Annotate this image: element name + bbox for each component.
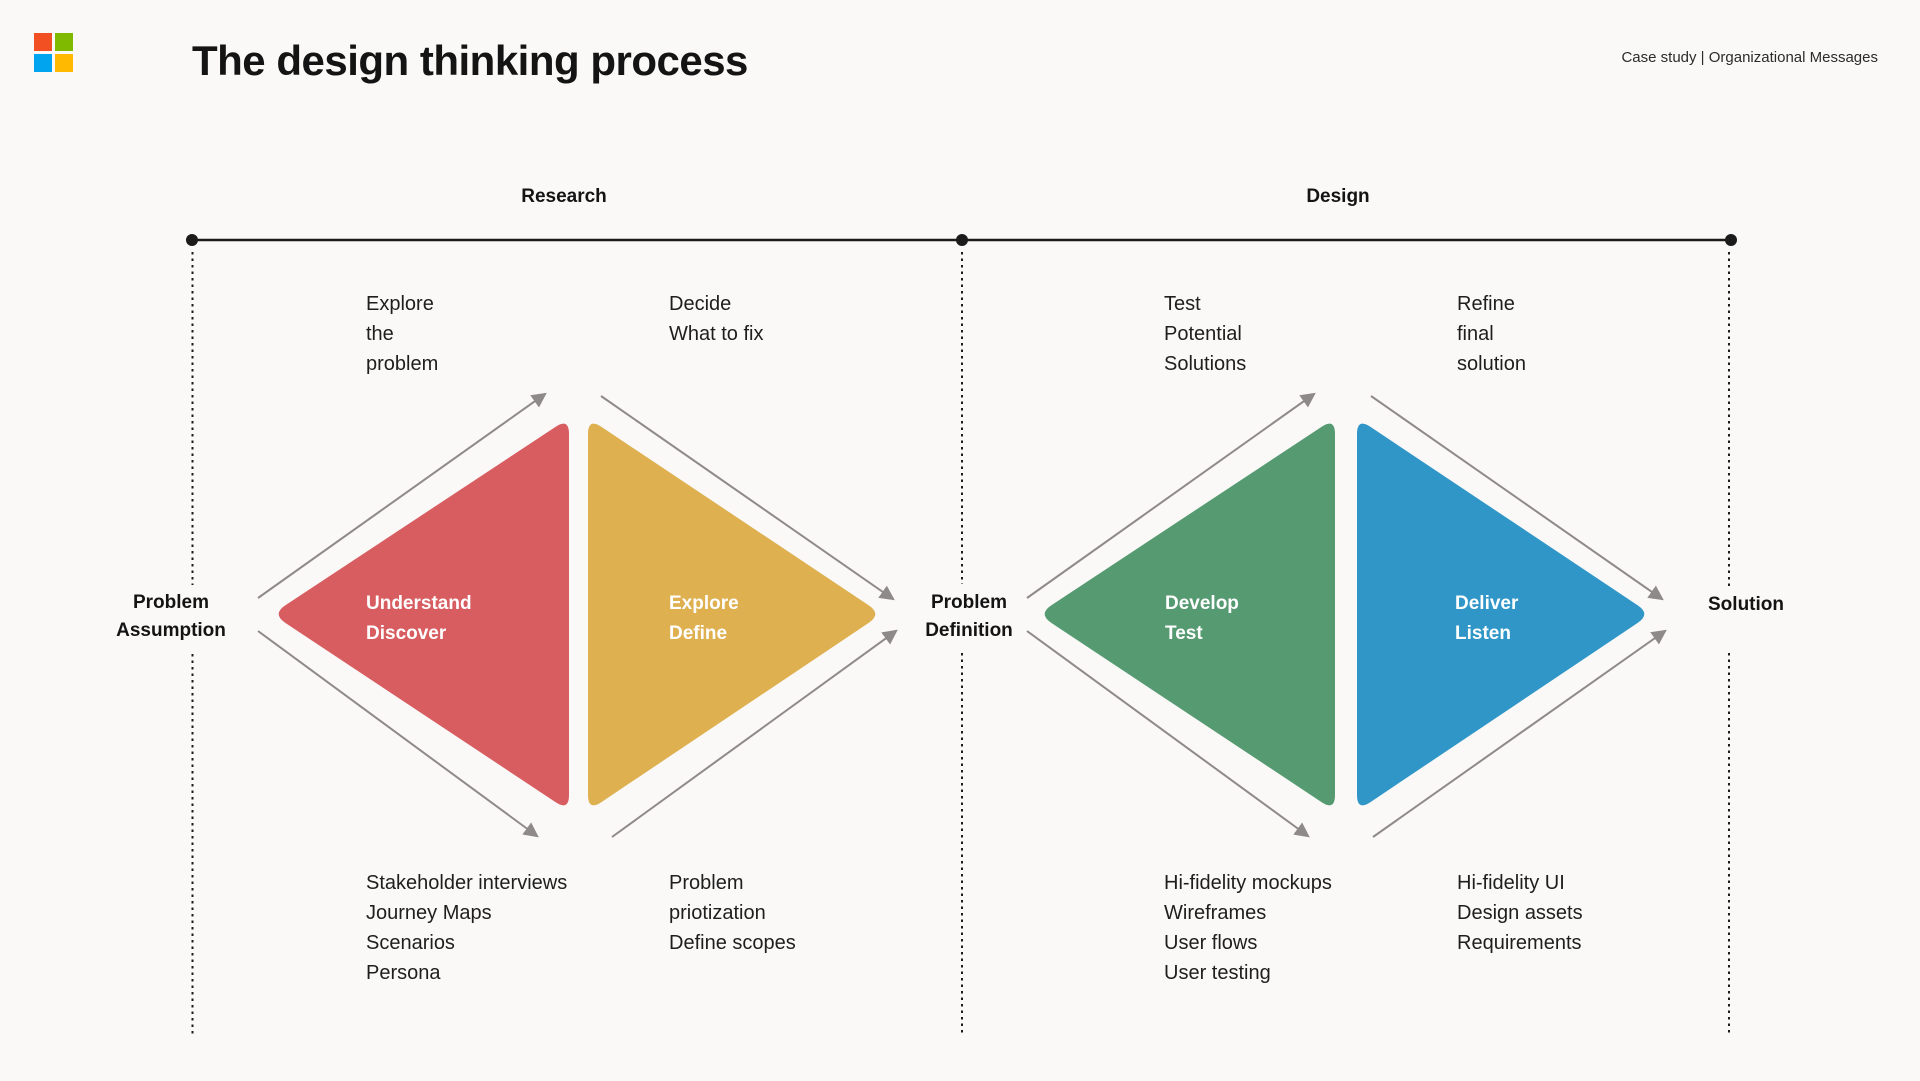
arrow-diverge-down-1 [257, 630, 539, 838]
milestone-solution: Solution [1708, 594, 1784, 615]
arrow-converge-down-1 [600, 395, 895, 601]
microsoft-logo [34, 33, 73, 72]
phase-label-design: Design [1306, 186, 1370, 207]
arrow-converge-down-2 [1370, 395, 1664, 601]
arrow-diverge-up-1 [257, 392, 547, 599]
arrow-diverge-up-2 [1026, 392, 1316, 599]
triangle-understand-discover [278, 423, 569, 806]
arrow-converge-up-2 [1372, 629, 1667, 838]
page-title: The design thinking process [192, 37, 748, 84]
triangle-develop-test [1044, 423, 1335, 806]
timeline-dot-start [186, 234, 198, 246]
arrow-converge-up-1 [611, 629, 898, 838]
milestone-dotted-lines [191, 252, 1730, 1036]
phase-label-research: Research [521, 186, 607, 207]
header-tag: Case study | Organizational Messages [1621, 49, 1878, 66]
process-arrows [257, 392, 1667, 838]
logo-square-green [55, 33, 73, 51]
logo-square-red [34, 33, 52, 51]
logo-square-blue [34, 54, 52, 72]
timeline-dot-middle [956, 234, 968, 246]
logo-square-yellow [55, 54, 73, 72]
timeline-dot-end [1725, 234, 1737, 246]
triangle-deliver-listen [1357, 423, 1645, 806]
arrow-diverge-down-2 [1026, 630, 1310, 838]
triangle-explore-define [588, 423, 876, 806]
timeline [186, 234, 1737, 246]
